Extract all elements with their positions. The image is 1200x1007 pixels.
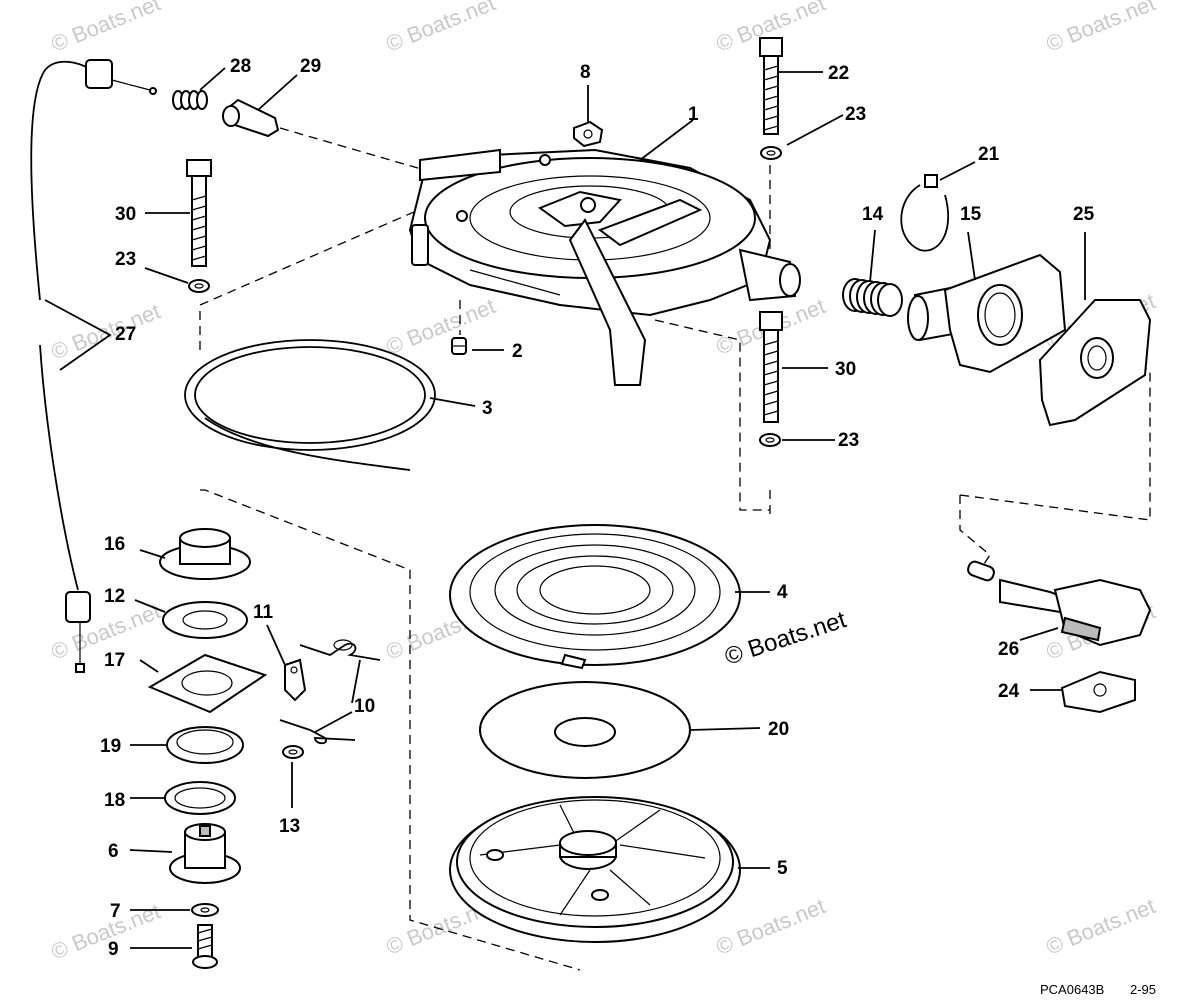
part-23-washer-top [760,146,782,160]
callout-28: 28 [230,56,251,77]
callout-13: 13 [279,816,300,837]
part-22-bolt [759,37,783,135]
part-26-handle [967,560,1152,647]
callout-10: 10 [354,696,375,717]
part-10-links [279,639,381,745]
watermark: © Boats.net [1043,0,1159,57]
part-30-bolt-right [759,311,783,423]
part-12-gasket [162,601,248,639]
watermark: © Boats.net [383,0,499,57]
drawing-code: PCA0643B [1040,982,1104,997]
part-6-cam [169,823,241,884]
callout-6: 6 [108,841,119,862]
callout-24: 24 [998,681,1020,702]
part-5-pulley [449,796,741,943]
callout-15: 15 [960,204,982,225]
part-21-clamp [900,174,950,252]
part-13-washer [282,745,304,759]
callout-30-left: 30 [115,204,136,225]
part-20-plate [479,681,691,779]
part-15-handle-holder [907,253,1067,374]
callout-14: 14 [862,204,884,225]
callout-23-left: 23 [115,249,136,270]
callout-16: 16 [104,534,125,555]
part-11-pawl [284,658,307,702]
part-29-plunger [222,98,280,138]
part-28-spring [172,90,208,110]
part-17-plate [147,653,268,714]
part-14-spring [842,278,903,317]
part-16-cap [159,528,251,580]
part-27-cable [30,59,157,673]
callout-17: 17 [104,650,125,671]
callout-19: 19 [100,736,121,757]
callout-9: 9 [108,939,119,960]
callout-2: 2 [512,341,523,362]
callout-26: 26 [998,639,1019,660]
callout-1: 1 [688,104,699,125]
callout-23-top: 23 [845,104,866,125]
callout-27: 27 [115,324,136,345]
watermark: © Boats.net [713,893,829,959]
callout-18: 18 [104,790,125,811]
callout-22: 22 [828,63,849,84]
callout-25: 25 [1073,204,1095,225]
callout-3: 3 [482,398,493,419]
callout-4: 4 [777,582,788,603]
watermark: © Boats.net [48,0,164,57]
callout-7: 7 [110,901,121,922]
part-23-washer-right [759,433,781,447]
watermark: © Boats.net [48,898,164,964]
revision-date: 2-95 [1130,982,1156,997]
callout-11: 11 [253,602,274,623]
part-2-screw [451,337,467,355]
leader-lines [44,67,1086,949]
callout-23-right: 23 [838,430,859,451]
part-3-rope [184,339,436,471]
callout-30-right: 30 [835,359,856,380]
part-23-washer-left [188,279,210,293]
callouts: 1 2 3 4 5 6 7 8 9 10 11 12 13 14 15 16 1… [100,56,1095,960]
part-19-seal [166,726,244,764]
watermark-center: © Boats.net [722,606,850,671]
callout-8: 8 [580,62,591,83]
callout-21: 21 [978,144,1000,165]
part-18-oring [164,781,236,815]
part-8-nut [573,120,604,148]
part-4-rewind-spring [449,524,741,670]
watermark: © Boats.net [48,298,164,364]
part-24-insert [1060,670,1136,714]
callout-20: 20 [768,719,789,740]
part-30-bolt-left [186,159,212,267]
part-1-housing [408,148,801,386]
part-25-grommet [1038,299,1152,427]
callout-29: 29 [300,56,321,77]
callout-12: 12 [104,586,125,607]
watermark: © Boats.net [1043,893,1159,959]
callout-5: 5 [777,858,788,879]
part-9-screw [192,924,218,969]
part-7-washer [191,903,219,917]
